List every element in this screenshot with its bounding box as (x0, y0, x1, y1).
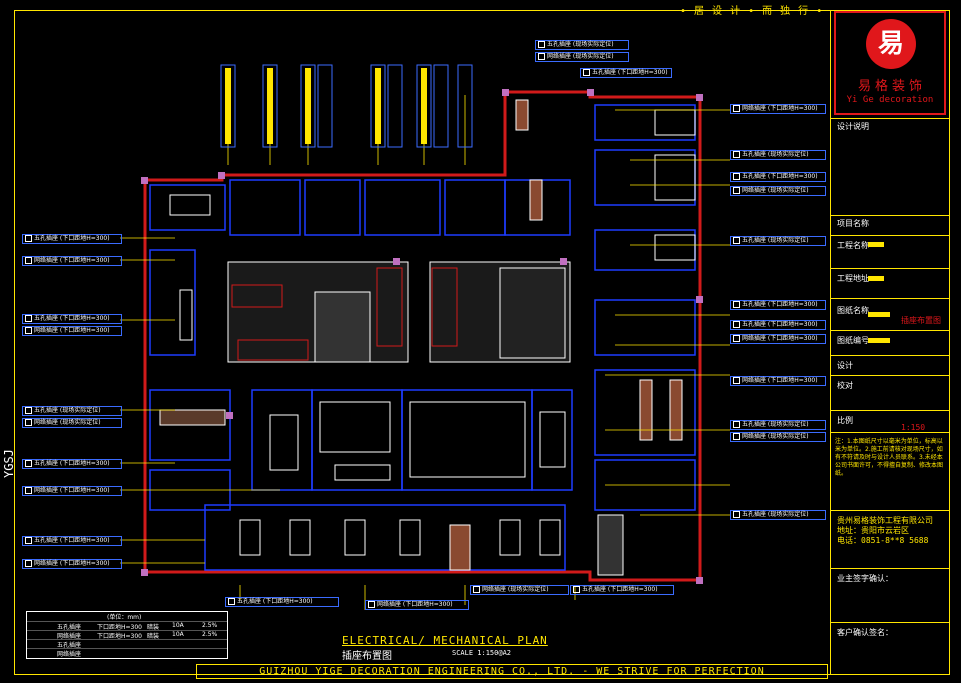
logo-mark: 易 (866, 19, 916, 69)
leader-lines (120, 95, 730, 610)
socket-tag: 网络插座 (现场实际定位) (730, 186, 826, 196)
plan-subtitle: 插座布置图 (342, 651, 392, 662)
plan-scale: SCALE 1:150@A2 (452, 649, 512, 657)
socket-tag: 网络插座 (下口距地H=300) (22, 486, 122, 496)
title-row: 工程地址 (831, 268, 950, 283)
logo-name-en: Yi Ge decoration (846, 95, 934, 105)
socket-tag: 五孔插座 (下口距地H=300) (22, 234, 122, 244)
socket-tag: 五孔插座 (现场实际定位) (730, 150, 826, 160)
socket-tag: 网络插座 (下口距地H=300) (22, 559, 122, 569)
legend-header: (单位：mm) (107, 614, 142, 621)
plan-title: ELECTRICAL/ MECHANICAL PLAN (342, 634, 548, 647)
title-row: 校对 (831, 375, 950, 390)
socket-tag: 网络插座 (下口距地H=300) (730, 104, 826, 114)
socket-tag: 五孔插座 (下口距地H=300) (22, 314, 122, 324)
title-row: 项目名称 (831, 215, 950, 228)
furniture (159, 99, 696, 576)
socket-tag: 五孔插座 (下口距地H=300) (570, 585, 674, 595)
socket-tag: 五孔插座 (现场实际定位) (22, 406, 122, 416)
legend-row: 五孔插座 下口距地H=300 暗装 10A 2.5% (27, 621, 227, 631)
legend-table: (单位：mm) 五孔插座 下口距地H=300 暗装 10A 2.5% 网络插座 … (26, 611, 228, 659)
legend-row: 网络插座 下口距地H=300 暗装 10A 2.5% (27, 630, 227, 640)
title-row: 工程名称 (831, 235, 950, 250)
socket-tag: 五孔插座 (下口距地H=300) (22, 536, 122, 546)
title-row: 业主签字确认： (831, 568, 950, 583)
legend-row: 网络插座 (27, 648, 227, 658)
field-bar (868, 276, 884, 281)
top-vertical-bars (225, 68, 427, 144)
columns (141, 89, 703, 584)
socket-tag: 网络插座 (现场实际定位) (22, 418, 122, 428)
socket-tag: 网络插座 (下口距地H=300) (730, 334, 826, 344)
footer-banner: GUIZHOU YIGE DECORATION ENGINEERING CO.,… (196, 664, 828, 679)
top-vertical-tags (220, 64, 473, 148)
outer-walls (143, 90, 702, 582)
title-row: 设计 (831, 355, 950, 370)
title-row: 客户确认签名： (831, 622, 950, 637)
title-row: 图纸编号 (831, 330, 950, 345)
socket-tag: 五孔插座 (下口距地H=300) (580, 68, 672, 78)
drawing-frame (14, 10, 950, 675)
legend-row: 五孔插座 (27, 639, 227, 649)
socket-tag: 五孔插座 (下口距地H=300) (22, 459, 122, 469)
socket-tag: 五孔插座 (现场实际定位) (535, 40, 629, 50)
field-bar (868, 312, 890, 317)
socket-tag: 网络插座 (下口距地H=300) (365, 600, 469, 610)
company-logo: 易 易格装饰 Yi Ge decoration (834, 11, 946, 115)
socket-tag: 五孔插座 (下口距地H=300) (730, 320, 826, 330)
socket-tag: 五孔插座 (下口距地H=300) (730, 172, 826, 182)
title-block (830, 10, 951, 675)
core-area (227, 261, 571, 363)
socket-tag: 五孔插座 (现场实际定位) (730, 420, 826, 430)
socket-tag: 五孔插座 (现场实际定位) (730, 236, 826, 246)
socket-tag: 五孔插座 (下口距地H=300) (225, 597, 339, 607)
title-row: 图纸名称插座布置图 (831, 298, 950, 325)
socket-tag: 五孔插座 (下口距地H=300) (730, 300, 826, 310)
title-row (831, 432, 950, 433)
socket-tag: 网络插座 (现场实际定位) (730, 432, 826, 442)
socket-tag: 网络插座 (现场实际定位) (470, 585, 569, 595)
design-notes: 注：1.本图纸尺寸以毫米为单位，标高以米为单位。2.施工前请核对现场尺寸，如有不… (835, 438, 944, 477)
header-motto: • 居 设 计 • 而 独 行 • (680, 6, 824, 17)
socket-tag: 网络插座 (下口距地H=300) (22, 256, 122, 266)
logo-name-cn: 易格装饰 (857, 79, 926, 94)
field-bar (868, 338, 890, 343)
socket-tag: 网络插座 (下口距地H=300) (22, 326, 122, 336)
title-row: 设计说明 (831, 118, 950, 131)
title-row: 贵州易格装饰工程有限公司 地址：贵阳市云岩区 电话：0851-8**8 5688 (831, 510, 950, 545)
floor-plan (120, 64, 730, 610)
socket-tag: 网络插座 (现场实际定位) (535, 52, 629, 62)
field-bar (868, 242, 884, 247)
socket-tag: 五孔插座 (现场实际定位) (730, 510, 826, 520)
socket-tag: 网络插座 (下口距地H=300) (730, 376, 826, 386)
